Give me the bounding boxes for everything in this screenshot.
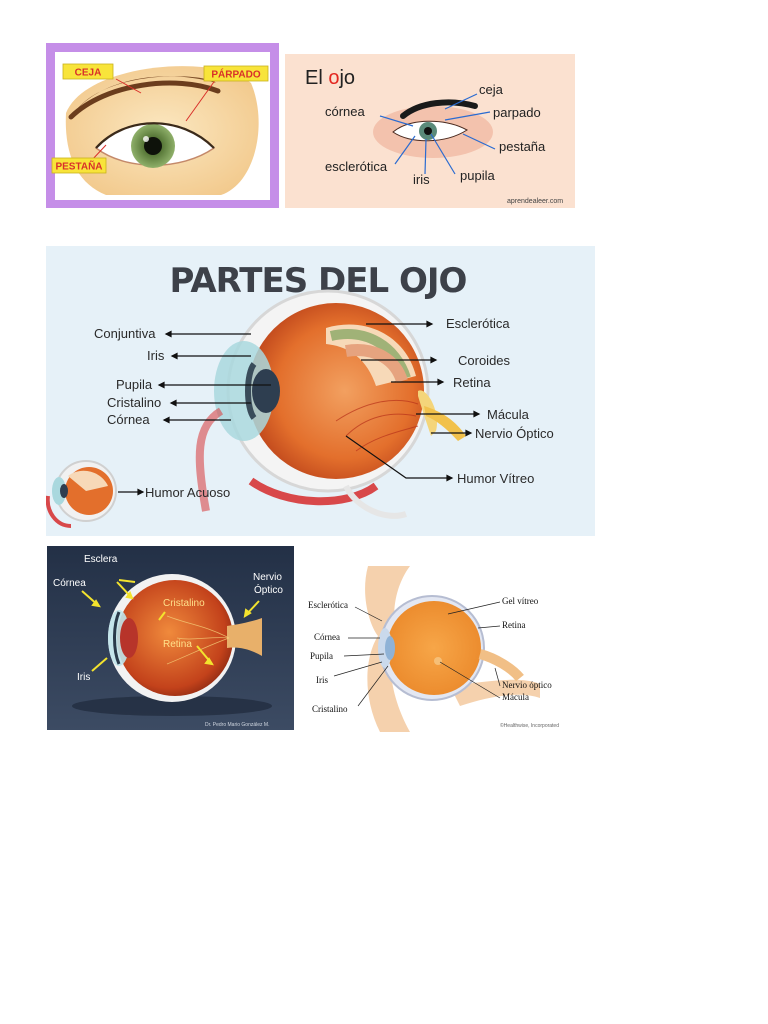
eye-labels-panel: El ojo ceja córnea parpado pestaña escle… — [285, 54, 575, 208]
label-humor-vitreo: Humor Vítreo — [457, 471, 534, 486]
eye-cross-section-panel: Esclera Córnea Nervio Óptico Cristalino … — [47, 546, 294, 730]
label-macula: Mácula — [487, 407, 530, 422]
label-coroides: Coroides — [458, 353, 511, 368]
eye-cross-section-diagram: Esclera Córnea Nervio Óptico Cristalino … — [47, 546, 294, 730]
label-cristalino: Cristalino — [107, 395, 161, 410]
label-parpado-box — [203, 65, 269, 82]
label-nervio: Nervio — [253, 572, 282, 583]
label-cristalino: Cristalino — [163, 598, 205, 609]
eye-anatomy-panel: Esclerótica Córnea Pupila Iris Cristalin… — [300, 566, 570, 732]
label-cornea: córnea — [325, 104, 366, 119]
eye-parts-panel: PARTES DEL OJO — [46, 246, 595, 536]
label-parpado: parpado — [493, 105, 541, 120]
small-eye-icon — [46, 460, 117, 528]
credit: aprendealeer.com — [507, 198, 563, 205]
label-iris: Iris — [147, 348, 165, 363]
label-conjuntiva: Conjuntiva — [94, 326, 156, 341]
label-esclera: Esclera — [84, 554, 118, 565]
label-gel-vitreo: Gel vítreo — [502, 596, 539, 606]
label-ceja-box — [62, 63, 114, 80]
label-retina: Retina — [502, 620, 526, 630]
label-macula: Mácula — [502, 692, 529, 702]
label-esclerotica: Esclerótica — [308, 600, 348, 610]
eye-exterior-illustration: CEJA PÁRPADO PESTAÑA — [46, 43, 279, 208]
label-pupila: pupila — [460, 168, 495, 183]
label-pestana: pestaña — [499, 139, 546, 154]
label-iris: Iris — [316, 675, 328, 685]
label-iris: Iris — [77, 672, 90, 683]
eye-anatomy-diagram: Esclerótica Córnea Pupila Iris Cristalin… — [300, 566, 570, 732]
label-nervio-optico: Nervio Óptico — [475, 426, 554, 441]
label-retina: Retina — [453, 375, 491, 390]
label-optico: Óptico — [254, 583, 283, 596]
eye-labels-illustration: El ojo ceja córnea parpado pestaña escle… — [285, 54, 575, 208]
label-nervio-optico: Nervio óptico — [502, 680, 552, 690]
credit: Dr. Pedro Mario González M. — [205, 722, 269, 728]
label-esclerotica: esclerótica — [325, 159, 388, 174]
label-cornea: Córnea — [107, 412, 150, 427]
label-esclerotica: Esclerótica — [446, 316, 510, 331]
label-cornea: Córnea — [314, 632, 340, 642]
credit: ©Healthwise, Incorporated — [500, 722, 559, 729]
title-text: El ojo — [305, 67, 355, 89]
label-pestana: PESTAÑA — [55, 160, 102, 173]
label-parpado: PÁRPADO — [211, 68, 260, 81]
label-humor-acuoso: Humor Acuoso — [145, 485, 230, 500]
eye-parts-diagram: PARTES DEL OJO — [46, 246, 595, 536]
label-ceja: CEJA — [75, 68, 102, 79]
label-pestana-box — [51, 157, 107, 174]
label-retina: Retina — [163, 639, 192, 650]
label-cornea: Córnea — [53, 578, 86, 589]
label-iris: iris — [413, 172, 430, 187]
label-cristalino: Cristalino — [312, 704, 348, 714]
label-pupila: Pupila — [116, 377, 153, 392]
eye-exterior-panel: CEJA PÁRPADO PESTAÑA — [46, 43, 279, 208]
label-ceja: ceja — [479, 82, 504, 97]
label-pupila: Pupila — [310, 651, 333, 661]
